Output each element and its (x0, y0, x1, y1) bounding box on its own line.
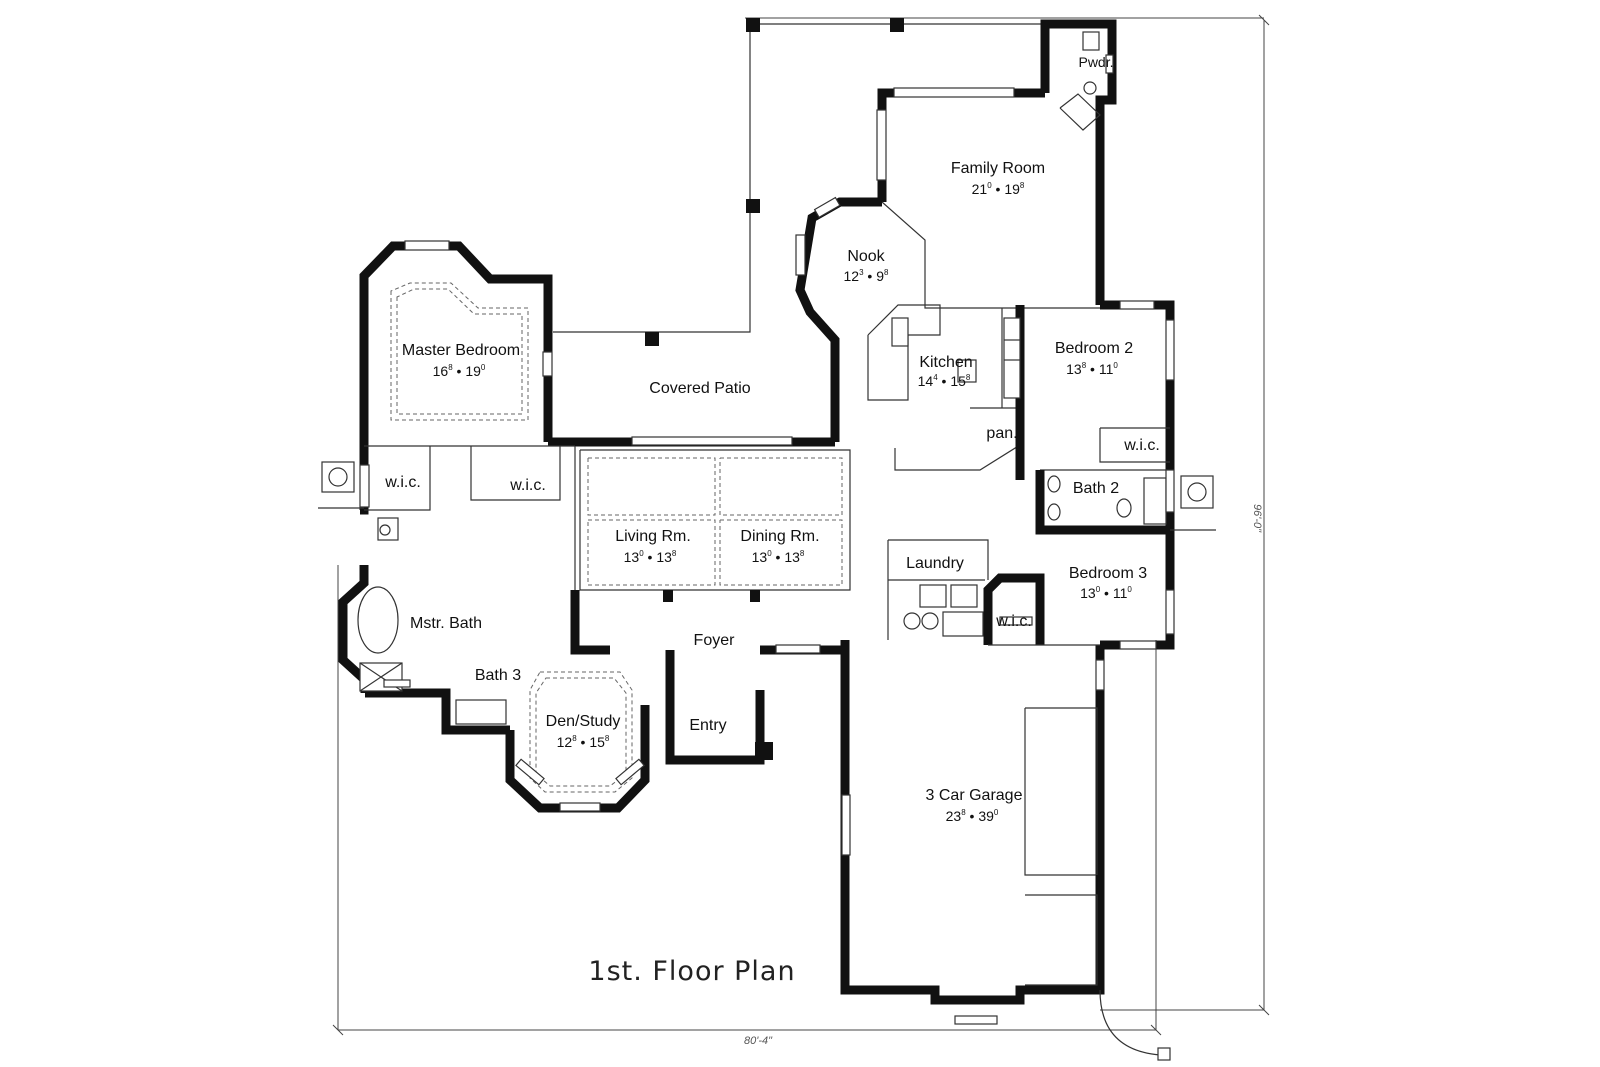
master-bedroom-windows (359, 240, 553, 508)
room-bedroom2-size: 138 • 110 (1066, 361, 1118, 377)
room-pantry-name: pan. (986, 425, 1017, 442)
room-kitchen-name: Kitchen (919, 354, 972, 371)
room-living-size: 130 • 138 (624, 549, 677, 565)
room-master-wic1-name: w.i.c. (384, 474, 421, 491)
room-family-room-name: Family Room (951, 160, 1045, 177)
room-garage-name: 3 Car Garage (926, 787, 1023, 804)
living-rear-window (631, 436, 793, 446)
master-bath-fixtures (318, 461, 507, 725)
room-family-room-size: 210 • 198 (972, 181, 1025, 197)
room-dining-size: 130 • 138 (752, 549, 805, 565)
room-entry-name: Entry (689, 717, 726, 734)
room-bedroom2-wic-name: w.i.c. (1123, 437, 1160, 454)
dimension-lines (332, 14, 1270, 1036)
room-master-bath-name: Mstr. Bath (410, 615, 482, 632)
bedroom2-area (1035, 300, 1216, 535)
master-bedroom-tray-ceiling (390, 282, 529, 421)
room-garage-size: 238 • 390 (946, 808, 999, 824)
central-walls (570, 19, 1175, 1005)
den-windows (515, 758, 645, 812)
room-bath2-name: Bath 2 (1073, 480, 1119, 497)
overall-depth-label: 96'-0" (1251, 504, 1263, 533)
room-bedroom2-name: Bedroom 2 (1055, 340, 1133, 357)
plan-title: 1st. Floor Plan (588, 956, 795, 987)
garage-area (841, 659, 1171, 1061)
bathtub-icon (357, 586, 399, 654)
room-powder-name: Pwdr. (1078, 54, 1113, 70)
room-den-name: Den/Study (546, 713, 621, 730)
room-laundry-name: Laundry (906, 555, 964, 572)
covered-patio-outline (553, 18, 1072, 346)
kitchen-area (795, 87, 1100, 480)
room-covered-patio-name: Covered Patio (649, 380, 750, 397)
room-foyer-name: Foyer (694, 632, 736, 649)
bedroom3-area (887, 539, 1175, 650)
room-nook-size: 123 • 98 (844, 268, 890, 284)
powder-room-fixtures (1059, 31, 1114, 131)
room-master-wic2-name: w.i.c. (509, 477, 546, 494)
room-master-bedroom-name: Master Bedroom (402, 342, 520, 359)
foyer-window (775, 644, 821, 654)
room-bedroom3-wic-name: w.i.c. (995, 613, 1032, 630)
room-den-size: 128 • 158 (557, 734, 610, 750)
room-kitchen-size: 144 • 158 (918, 373, 971, 389)
room-dining-name: Dining Rm. (740, 528, 819, 545)
room-bedroom3-size: 130 • 110 (1080, 585, 1132, 601)
room-labels: Family Room 210 • 198 Nook 123 • 98 Kitc… (384, 54, 1160, 824)
room-bedroom3-name: Bedroom 3 (1069, 565, 1147, 582)
room-master-bedroom-size: 168 • 190 (433, 363, 486, 379)
room-living-name: Living Rm. (615, 528, 691, 545)
overall-width-label: 80'-4" (744, 1035, 773, 1047)
den-tray-ceiling (529, 671, 633, 793)
room-bath3-name: Bath 3 (475, 667, 521, 684)
room-nook-name: Nook (847, 248, 885, 265)
